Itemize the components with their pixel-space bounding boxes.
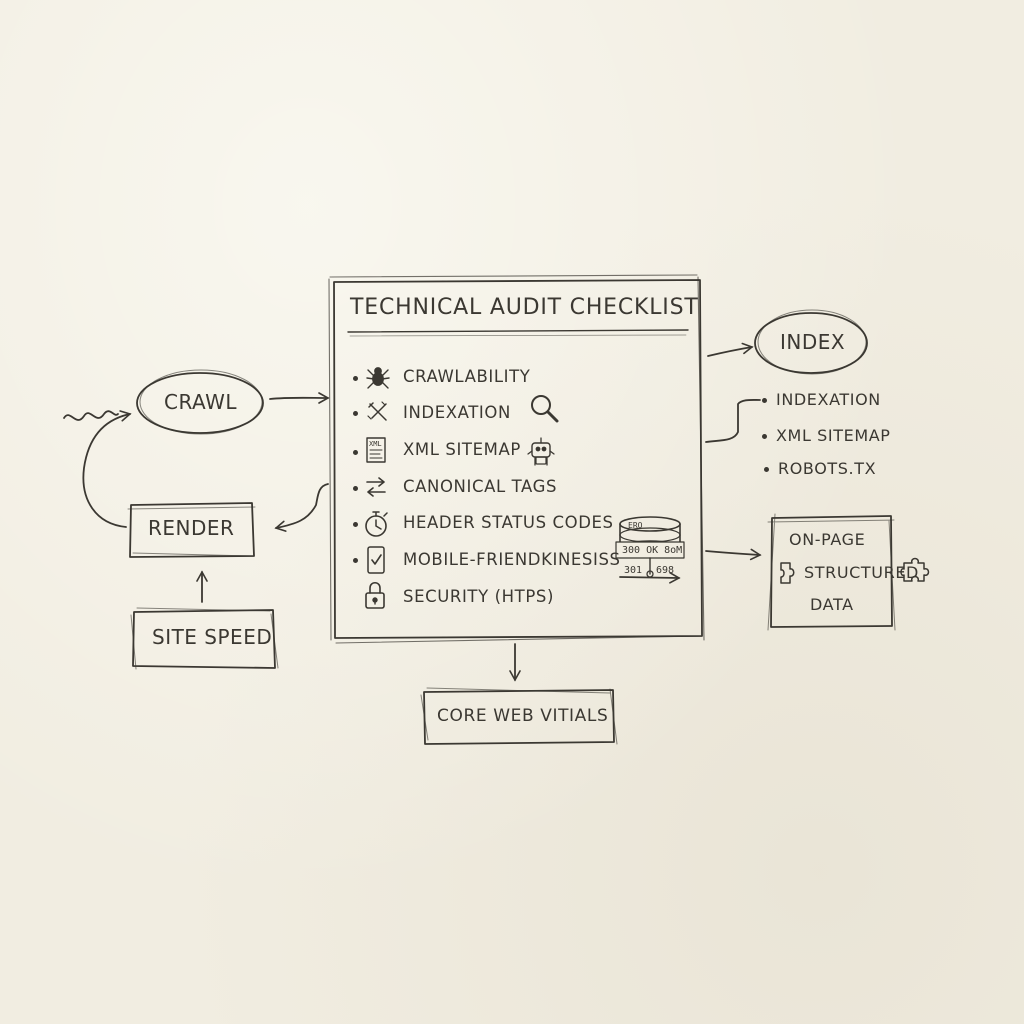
checklist-box bbox=[328, 274, 705, 644]
checklist-item-mobile-friendliness: MOBILE-FRIENDKINESISS bbox=[403, 550, 621, 569]
bullet bbox=[353, 411, 358, 416]
server-label-middle: 300 OK 8oM bbox=[622, 545, 683, 556]
index-list-item-xml-sitemap: XML SITEMAP bbox=[776, 426, 891, 445]
render-node bbox=[127, 502, 256, 558]
checklist-item-crawlability: CRAWLABILITY bbox=[403, 367, 531, 386]
robot-icon bbox=[527, 437, 555, 466]
checklist-item-xml-sitemap: XML SITEMAP bbox=[403, 440, 521, 459]
onpage-structured: STRUCTURED bbox=[804, 563, 919, 582]
bullet bbox=[353, 522, 358, 527]
onpage-data: DATA bbox=[810, 595, 854, 614]
structured-data-icon bbox=[780, 562, 795, 584]
puzzle-piece-icon bbox=[900, 557, 930, 582]
checklist-item-header-status-codes: HEADER STATUS CODES bbox=[403, 513, 614, 532]
onpage-node bbox=[767, 513, 896, 631]
magnifier-icon bbox=[531, 395, 559, 423]
render-label: RENDER bbox=[148, 516, 235, 540]
padlock-icon bbox=[365, 581, 385, 609]
mobile-phone-icon bbox=[367, 546, 385, 574]
core-web-vitals-label: CORE WEB VITIALS bbox=[437, 706, 609, 726]
crawl-label: CRAWL bbox=[164, 390, 238, 414]
tools-icon bbox=[367, 401, 387, 421]
bullet bbox=[353, 450, 358, 455]
bullet bbox=[762, 398, 767, 403]
bullet bbox=[353, 376, 358, 381]
sitemap-document-icon bbox=[366, 437, 386, 463]
index-list-item-indexation: INDEXATION bbox=[776, 390, 881, 409]
index-label: INDEX bbox=[780, 330, 846, 354]
server-label-top: ERO bbox=[628, 521, 643, 530]
index-node bbox=[754, 309, 868, 375]
site-speed-label: SITE SPEED bbox=[152, 625, 273, 649]
canonical-arrows-icon bbox=[366, 477, 386, 497]
spider-icon bbox=[366, 367, 390, 389]
crawl-node bbox=[136, 369, 264, 435]
sitemap-icon-text: XML bbox=[369, 440, 382, 448]
bullet bbox=[353, 558, 358, 563]
onpage-title: ON-PAGE bbox=[789, 530, 866, 549]
checklist-item-canonical-tags: CANONICAL TAGS bbox=[403, 477, 558, 496]
checklist-item-indexation: INDEXATION bbox=[403, 403, 511, 422]
site-speed-node bbox=[130, 607, 279, 670]
bullet bbox=[764, 467, 769, 472]
server-stack-icon bbox=[615, 516, 685, 578]
index-list-item-robots: ROBOTS.TX bbox=[778, 459, 877, 478]
checklist-item-security: SECURITY (HTPS) bbox=[403, 587, 555, 606]
bullet bbox=[353, 486, 358, 491]
stopwatch-icon bbox=[365, 511, 388, 537]
checklist-title: TECHNICAL AUDIT CHECKLIST bbox=[350, 295, 699, 320]
server-label-bottom-right: 698 bbox=[656, 565, 675, 576]
bullet bbox=[762, 434, 767, 439]
core-web-vitals-node bbox=[420, 687, 618, 745]
server-label-bottom-left: 301 bbox=[624, 565, 643, 576]
